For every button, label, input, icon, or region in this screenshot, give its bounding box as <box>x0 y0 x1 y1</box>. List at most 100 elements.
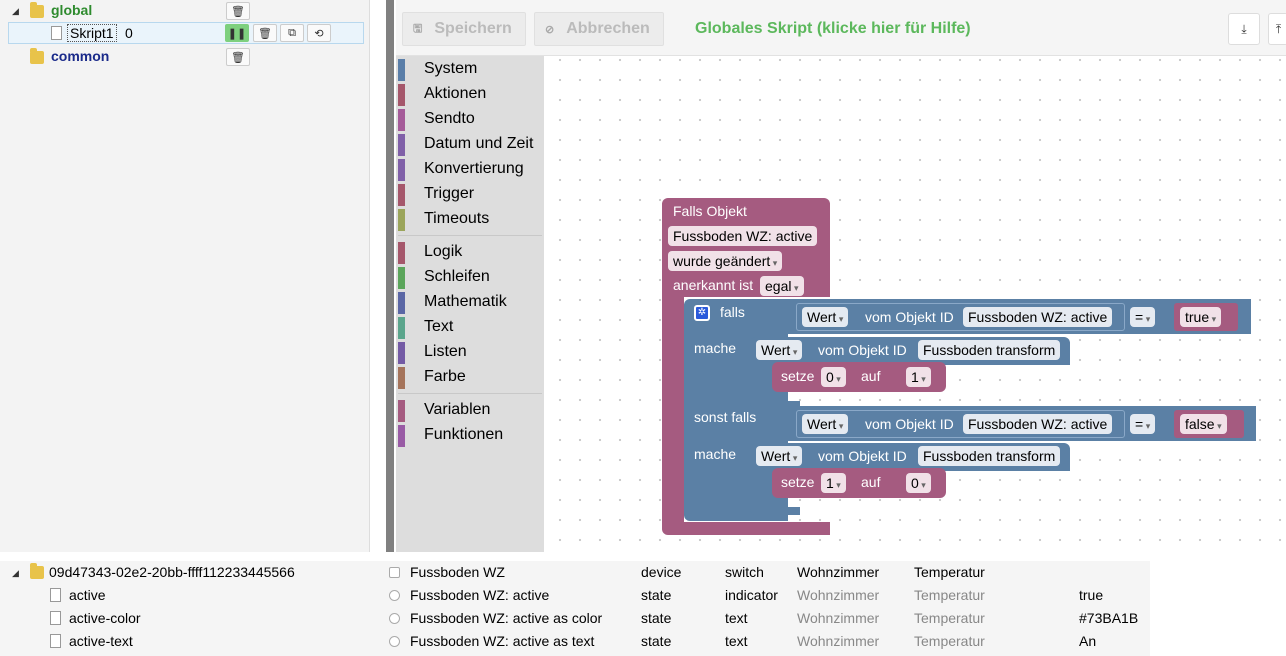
object-table: ◢ 09d47343-02e2-20bb-ffff112233445566 Fu… <box>0 561 1150 656</box>
category-color-bar <box>398 84 405 106</box>
category-konvertierung[interactable]: Konvertierung <box>396 157 544 181</box>
expand-toggle-icon[interactable]: ◢ <box>12 6 19 16</box>
if-label: falls <box>720 304 745 320</box>
category-datum-und-zeit[interactable]: Datum und Zeit <box>396 132 544 156</box>
category-system[interactable]: System <box>396 57 544 81</box>
tree-row-common[interactable]: common 🗑 <box>0 46 366 68</box>
do-label-2: mache <box>694 446 737 462</box>
ack-dropdown[interactable]: egal <box>760 276 804 296</box>
trigger-block[interactable]: Falls Objekt Fussboden WZ: active wurde … <box>662 198 830 297</box>
object-type: device <box>641 564 682 580</box>
pane-splitter[interactable] <box>386 0 394 552</box>
tree-row-script1[interactable]: Skript1 0 ❚❚ 🗑 ⧉ ⟲ <box>8 22 364 44</box>
script-help-title[interactable]: Globales Skript (klicke hier für Hilfe) <box>695 20 971 37</box>
script-tree: ◢ global 🗑 Skript1 0 ❚❚ 🗑 ⧉ ⟲ common 🗑 <box>0 0 370 552</box>
category-aktionen[interactable]: Aktionen <box>396 82 544 106</box>
pause-icon[interactable]: ❚❚ <box>225 24 249 42</box>
table-row[interactable]: active-color Fussboden WZ: active as col… <box>0 607 1150 630</box>
trigger-object-field[interactable]: Fussboden WZ: active <box>668 226 818 246</box>
set-to-dropdown[interactable]: 0 <box>906 473 931 493</box>
boolean-dropdown[interactable]: true <box>1180 307 1222 327</box>
set-from-dropdown[interactable]: 0 <box>821 367 846 387</box>
category-timeouts[interactable]: Timeouts <box>396 207 544 231</box>
set-to-dropdown[interactable]: 1 <box>906 367 931 387</box>
category-variablen[interactable]: Variablen <box>396 398 544 422</box>
script-name[interactable]: Skript1 <box>67 24 117 42</box>
category-mathematik[interactable]: Mathematik <box>396 290 544 314</box>
category-color-bar <box>398 159 405 181</box>
object-id-field[interactable]: Fussboden WZ: active <box>963 414 1113 434</box>
category-label: System <box>424 60 478 77</box>
table-row[interactable]: ◢ 09d47343-02e2-20bb-ffff112233445566 Fu… <box>0 561 1150 584</box>
table-row[interactable]: active-text Fussboden WZ: active as text… <box>0 630 1150 653</box>
of-object-label: vom Objekt ID <box>818 342 907 358</box>
category-sendto[interactable]: Sendto <box>396 107 544 131</box>
object-value[interactable]: true <box>1079 587 1104 603</box>
object-function: Temperatur <box>914 587 985 603</box>
table-row[interactable]: active Fussboden WZ: active state indica… <box>0 584 1150 607</box>
set-block-2[interactable]: setze 1 auf 0 <box>772 468 946 498</box>
gear-icon[interactable]: ✲ <box>694 305 710 321</box>
of-object-label: vom Objekt ID <box>865 416 954 432</box>
object-name: Fussboden WZ: active as color <box>410 610 603 626</box>
category-trigger[interactable]: Trigger <box>396 182 544 206</box>
blockly-workspace[interactable]: Falls Objekt Fussboden WZ: active wurde … <box>544 56 1286 552</box>
state-file-icon <box>50 588 61 602</box>
object-name: Fussboden WZ: active <box>410 587 550 603</box>
save-label: Speichern <box>434 20 512 37</box>
category-farbe[interactable]: Farbe <box>396 365 544 389</box>
import-icon[interactable]: ⤒ <box>1268 13 1286 45</box>
restart-icon[interactable]: ⟲ <box>307 24 331 42</box>
object-id-field[interactable]: Fussboden transform <box>918 446 1061 466</box>
object-role: text <box>725 633 748 649</box>
category-text[interactable]: Text <box>396 315 544 339</box>
set-from-dropdown[interactable]: 1 <box>821 473 846 493</box>
cancel-label: Abbrechen <box>566 20 650 37</box>
delete-icon[interactable]: 🗑 <box>253 24 277 42</box>
tree-row-global[interactable]: ◢ global 🗑 <box>0 0 366 22</box>
object-value[interactable]: #73BA1B <box>1079 610 1139 626</box>
object-id: active-color <box>69 610 141 626</box>
compare-operator-dropdown[interactable]: = <box>1130 414 1156 434</box>
compare-operator-dropdown[interactable]: = <box>1130 307 1156 327</box>
value-dropdown[interactable]: Wert <box>756 340 803 360</box>
value-dropdown[interactable]: Wert <box>802 307 849 327</box>
object-id-field[interactable]: Fussboden WZ: active <box>963 307 1113 327</box>
delete-icon[interactable]: 🗑 <box>226 48 250 66</box>
transform-spine-2 <box>750 471 772 513</box>
expand-toggle-icon[interactable]: ◢ <box>12 568 19 578</box>
category-logik[interactable]: Logik <box>396 240 544 264</box>
save-button[interactable]: 🖫 Speichern <box>402 12 526 46</box>
category-color-bar <box>398 59 405 81</box>
save-icon: 🖫 <box>413 22 423 35</box>
category-label: Datum und Zeit <box>424 135 534 152</box>
object-type: state <box>641 633 672 649</box>
export-icon[interactable]: ⤓ <box>1228 13 1260 45</box>
state-icon <box>389 636 400 647</box>
object-value[interactable]: An <box>1079 633 1097 649</box>
category-funktionen[interactable]: Funktionen <box>396 423 544 447</box>
category-label: Text <box>424 318 454 335</box>
cancel-button[interactable]: ⊘Abbrechen <box>534 12 664 46</box>
delete-icon[interactable]: 🗑 <box>226 2 250 20</box>
trigger-condition-dropdown[interactable]: wurde geändert <box>668 251 783 271</box>
copy-icon[interactable]: ⧉ <box>280 24 304 42</box>
boolean-dropdown[interactable]: false <box>1180 414 1227 434</box>
value-dropdown[interactable]: Wert <box>756 446 803 466</box>
elseif-label: sonst falls <box>694 409 757 425</box>
set-block-1[interactable]: setze 0 auf 1 <box>772 362 946 392</box>
category-separator <box>398 393 542 394</box>
of-object-label: vom Objekt ID <box>818 448 907 464</box>
do-label-1: mache <box>694 340 737 356</box>
trigger-title: Falls Objekt <box>673 203 747 219</box>
value-dropdown[interactable]: Wert <box>802 414 849 434</box>
category-color-bar <box>398 367 405 389</box>
compare-block-1[interactable]: Wert vom Objekt ID Fussboden WZ: active … <box>788 299 1251 334</box>
category-schleifen[interactable]: Schleifen <box>396 265 544 289</box>
object-transform-block-1[interactable]: Wert vom Objekt ID Fussboden transform <box>750 337 1070 365</box>
category-listen[interactable]: Listen <box>396 340 544 364</box>
trigger-block-spine <box>662 297 684 527</box>
object-transform-block-2[interactable]: Wert vom Objekt ID Fussboden transform <box>750 443 1070 471</box>
compare-block-2[interactable]: Wert vom Objekt ID Fussboden WZ: active … <box>788 406 1256 441</box>
object-id-field[interactable]: Fussboden transform <box>918 340 1061 360</box>
